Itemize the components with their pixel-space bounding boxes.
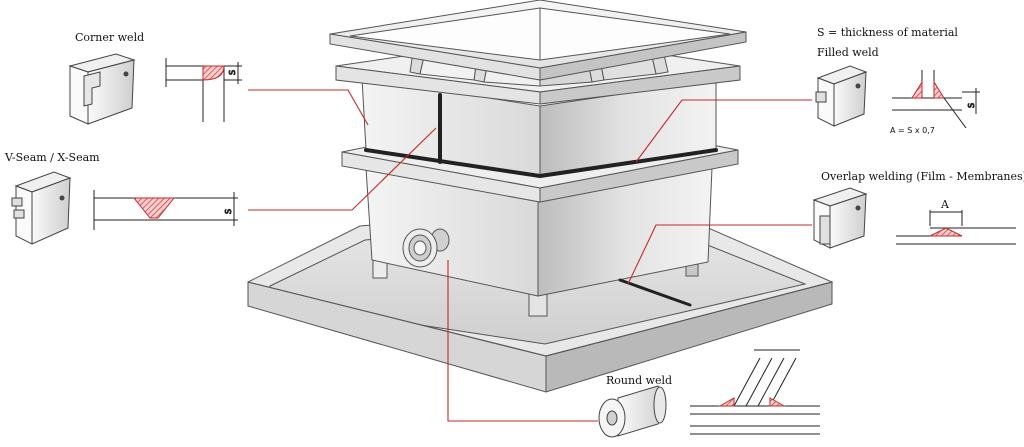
tank-upper-body — [361, 77, 717, 177]
filled-weld-formula: A = S x 0,7 — [890, 126, 935, 135]
thickness-note: S = thickness of material — [817, 26, 958, 39]
filled-weld-dim-s: S — [967, 103, 976, 108]
round-weld-title: Round weld — [606, 374, 673, 387]
tank-illustration — [247, 0, 834, 393]
weld-seams — [364, 93, 718, 307]
tank-top-rim — [329, 0, 747, 81]
overlap-dim-a: A — [941, 198, 949, 211]
corner-weld-section: S — [165, 58, 242, 122]
v-seam-section: S — [93, 190, 238, 230]
overlap-weld-block-icon — [812, 187, 868, 249]
v-seam-title: V-Seam / X-Seam — [5, 151, 100, 164]
tank-lower-body — [365, 167, 713, 297]
leader-lines — [248, 89, 812, 422]
v-seam-dim-s: S — [224, 209, 233, 214]
corner-weld-block-icon — [68, 53, 136, 125]
round-outlet-fitting — [402, 228, 450, 268]
overlap-weld-section — [896, 210, 1016, 245]
round-weld-pipe-icon — [598, 385, 667, 438]
overlap-welding-title: Overlap welding (Film - Membranes) — [821, 170, 1024, 183]
filled-weld-block-icon — [815, 65, 868, 127]
round-weld-section — [690, 349, 820, 435]
corner-weld-dim-s: S — [228, 70, 237, 75]
v-seam-block-icon — [11, 171, 72, 245]
filled-weld-title: Filled weld — [817, 46, 879, 59]
corner-weld-title: Corner weld — [75, 31, 145, 44]
filled-weld-section: S — [892, 70, 980, 129]
